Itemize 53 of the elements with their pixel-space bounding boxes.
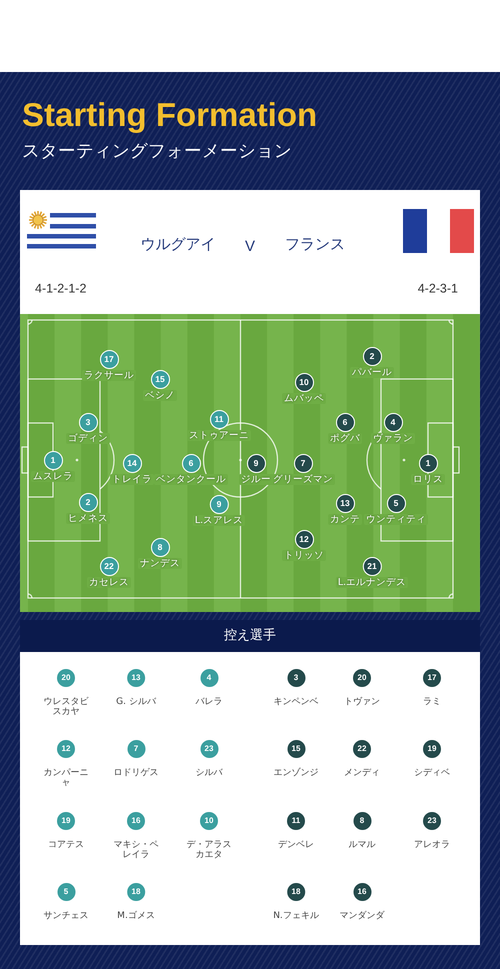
player-name: ラミ: [423, 697, 441, 707]
player-marker: 18: [127, 883, 145, 901]
player-name: ルマル: [348, 840, 376, 850]
player-name: ロドリゲス: [114, 768, 158, 778]
player-name: サンチェス: [44, 911, 88, 921]
player-name: コアテス: [48, 840, 84, 850]
player-name: デンベレ: [278, 840, 314, 850]
player-marker: 23: [200, 740, 218, 758]
player-name: エンゾンジ: [274, 768, 318, 778]
player-marker: 4: [200, 669, 218, 687]
player-name: バレラ: [196, 697, 222, 707]
player-marker: 11: [287, 812, 305, 830]
team-name: ウルグアイ: [140, 236, 216, 254]
player-marker: 18: [287, 883, 305, 901]
player-name: カンパーニャ: [42, 768, 90, 788]
player-name: メンディ: [344, 768, 380, 778]
versus-label: V: [245, 238, 255, 256]
player-marker: 16: [127, 812, 145, 830]
player-marker: 3: [287, 669, 305, 687]
player-name: ウレスタビスカヤ: [42, 697, 90, 717]
player-marker: 17: [423, 669, 441, 687]
substitutes-panel: [20, 620, 480, 945]
player-marker: 8: [353, 812, 371, 830]
team-name: フランス: [285, 236, 345, 254]
player-marker: 16: [353, 883, 371, 901]
player-name: デ・アラスカエタ: [186, 840, 232, 860]
player-marker: 10: [200, 812, 218, 830]
player-marker: 19: [57, 812, 75, 830]
player-marker: 15: [287, 740, 305, 758]
player-marker: 22: [353, 740, 371, 758]
player-marker: 19: [423, 740, 441, 758]
player-marker: 20: [57, 669, 75, 687]
section-header: 控え選手: [20, 620, 480, 652]
player-marker: 5: [57, 883, 75, 901]
player-marker: 23: [423, 812, 441, 830]
player-name: G. シルバ: [116, 697, 156, 707]
player-name: マンダンダ: [340, 911, 384, 921]
player-name: マキシ・ペレイラ: [112, 840, 160, 860]
formation-label: 4-2-3-1: [418, 282, 458, 296]
player-marker: 12: [57, 740, 75, 758]
player-name: シディベ: [414, 768, 450, 778]
player-marker: 7: [127, 740, 145, 758]
player-name: M.ゴメス: [117, 911, 155, 921]
formation-label: 4-1-2-1-2: [35, 282, 86, 296]
player-marker: 13: [127, 669, 145, 687]
player-name: N.フェキル: [273, 911, 319, 921]
player-name: トヴァン: [344, 697, 380, 707]
player-name: キンペンベ: [274, 697, 318, 707]
player-marker: 20: [353, 669, 371, 687]
player-name: アレオラ: [414, 840, 450, 850]
player-name: シルバ: [196, 768, 222, 778]
page-title: Starting Formation: [22, 96, 318, 134]
page-subtitle: スターティングフォーメーション: [22, 140, 292, 162]
